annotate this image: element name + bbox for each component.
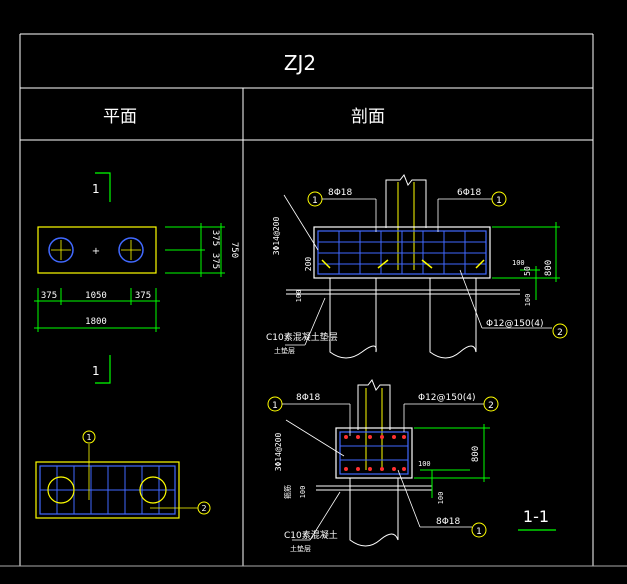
lower-c10-leader (309, 491, 341, 541)
lower-bottom-leader (397, 469, 421, 528)
plan-dim-lines-v (165, 223, 225, 277)
lower-dim-800: 800 (471, 446, 481, 462)
plan-dim-375-v1: 375 (210, 230, 220, 246)
drawing-title: ZJ2 (284, 51, 316, 75)
upper-dim-100-b: 100 (524, 294, 532, 307)
upper-dim-800: 800 (544, 260, 554, 276)
upper-rebar-8-18: 8Φ18 (328, 188, 353, 198)
cap-outline-lower (335, 427, 413, 479)
lower-hatch-label: 箍筋 (283, 485, 292, 499)
plan-pile-left (47, 476, 75, 504)
upper-dims-right (492, 222, 560, 300)
plan-dim-375-left: 375 (41, 291, 57, 301)
plan-rebar-grid (40, 466, 175, 514)
upper-c10-label: C10素混凝土垫层 (266, 331, 338, 343)
plan-dim-375-v2: 375 (210, 253, 220, 269)
cap-rebar-grid-upper (318, 231, 486, 274)
lower-dim-100-b: 100 (437, 492, 445, 505)
plan-bubble-2-text: 2 (201, 504, 206, 513)
column-stub-lower (357, 379, 391, 430)
pile-right (118, 237, 144, 263)
lower-rebar-8-18: 8Φ18 (296, 393, 321, 403)
plan-rebar-outline (35, 461, 180, 519)
upper-dim-100-a: 100 (512, 259, 525, 267)
upper-c10-leader (304, 297, 326, 346)
pile-right-upper (429, 278, 477, 359)
upper-bubble-top-right-text: 1 (496, 196, 502, 206)
plan-view: 1 + 375 1050 375 1800 375 (34, 172, 239, 519)
plan-dim-750: 750 (229, 242, 239, 258)
lower-dims-right (414, 424, 490, 498)
lower-dim-100-c: 100 (299, 486, 307, 499)
table-frame (0, 33, 627, 567)
lower-dim-100: 100 (418, 460, 431, 468)
cap-bars-lower (344, 435, 406, 471)
cut-marker-top (95, 172, 111, 202)
section-header: 剖面 (351, 107, 385, 127)
upper-dim-50: 50 (523, 266, 532, 276)
plan-dim-1800: 1800 (85, 317, 107, 327)
plan-bubble-2 (197, 501, 211, 515)
cut-marker-bottom (95, 355, 111, 384)
lower-c10-line2: 土垫层 (290, 544, 311, 553)
pile-left-upper (329, 278, 377, 359)
upper-bubble-top-right (491, 191, 507, 207)
lower-bubble-bottom (471, 522, 487, 538)
upper-rebar-6-18: 6Φ18 (457, 188, 482, 198)
section-upper: 1 8Φ18 6Φ18 1 3Φ14@200 200 100 50 800 10… (266, 174, 568, 359)
plan-dim-375-right: 375 (135, 291, 151, 301)
pile-left (48, 237, 74, 263)
upper-side-bars: 3Φ14@200 (272, 217, 281, 256)
plan-pile-right (139, 476, 167, 504)
upper-stirrup-leader (459, 269, 483, 329)
section-lower: 1 8Φ18 Φ12@150(4) 2 3Φ14@200 箍筋 100 800 … (267, 379, 556, 553)
upper-dim-100-c: 100 (295, 290, 303, 303)
lower-side-bars: 3Φ14@200 (274, 433, 283, 472)
lower-bubble-1-text: 1 (272, 401, 278, 411)
upper-bubble-2 (552, 323, 568, 339)
upper-bubble-1-text: 1 (312, 196, 318, 206)
lower-bubble-2-text: 2 (488, 401, 494, 411)
cap-rebar-grid-lower (340, 445, 408, 461)
upper-bubble-2-text: 2 (557, 328, 563, 338)
upper-side-leader (283, 194, 319, 251)
cut-marker-top-label: 1 (92, 182, 100, 196)
lower-side-leader (285, 419, 345, 457)
upper-stirrup-label: Φ12@150(4) (486, 319, 543, 329)
cap-rebar-lower (339, 431, 409, 475)
cut-marker-bottom-label: 1 (92, 364, 100, 378)
plan-dim-1050: 1050 (85, 291, 107, 301)
lower-bubble-2 (483, 396, 499, 412)
cap-outline-upper (313, 226, 491, 279)
upper-c10-line2: 土垫层 (274, 346, 295, 355)
plan-dim-lines-h (34, 288, 160, 332)
pile-cap-outline (37, 226, 157, 274)
plan-header: 平面 (103, 107, 137, 127)
pile-lower (349, 478, 399, 547)
lower-c10-label: C10素混凝土 (284, 529, 338, 541)
plan-bubble-1 (82, 430, 96, 444)
column-stub-upper (385, 174, 427, 228)
section-label-1-1: 1-1 (523, 507, 549, 526)
cap-hooks-upper (321, 259, 485, 269)
plan-bubble-1-text: 1 (86, 433, 91, 442)
center-mark: + (92, 246, 100, 257)
lower-stirrup-label: Φ12@150(4) (418, 393, 475, 403)
upper-cover-200: 200 (304, 257, 313, 272)
lower-bottom-bars: 8Φ18 (436, 517, 461, 527)
lower-bubble-bottom-text: 1 (476, 527, 482, 537)
